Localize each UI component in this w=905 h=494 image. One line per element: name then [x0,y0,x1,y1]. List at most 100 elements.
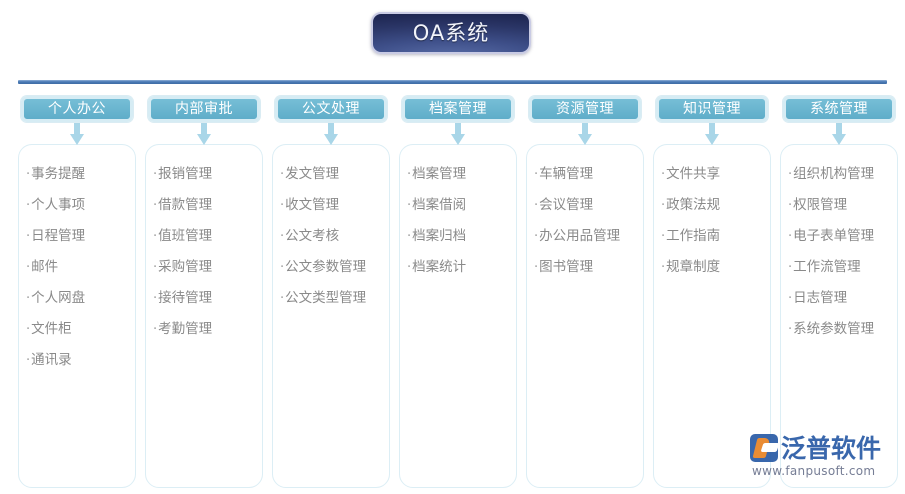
list-item[interactable]: ·会议管理 [534,190,638,221]
list-item[interactable]: ·公文类型管理 [280,283,384,314]
bullet-icon: · [407,198,412,213]
list-item[interactable]: ·权限管理 [788,190,892,221]
bullet-icon: · [153,229,158,244]
arrow-head [70,134,84,145]
list-item-label: 事务提醒 [31,166,86,182]
bullet-icon: · [280,167,285,182]
list-item-label: 个人网盘 [31,290,86,306]
bullet-icon: · [788,198,793,213]
list-item[interactable]: ·电子表单管理 [788,221,892,252]
list-item-label: 文件柜 [31,321,72,337]
list-item-label: 公文类型管理 [285,290,367,306]
bullet-icon: · [534,167,539,182]
arrow-head [705,134,719,145]
list-item[interactable]: ·公文考核 [280,221,384,252]
list-item[interactable]: ·收文管理 [280,190,384,221]
list-item[interactable]: ·档案归档 [407,221,511,252]
list-item[interactable]: ·值班管理 [153,221,257,252]
watermark-url: www.fanpusoft.com [752,464,876,478]
list-item-label: 办公用品管理 [539,228,621,244]
list-item[interactable]: ·车辆管理 [534,159,638,190]
arrow-head [451,134,465,145]
list-item[interactable]: ·日志管理 [788,283,892,314]
list-item[interactable]: ·发文管理 [280,159,384,190]
bullet-icon: · [153,167,158,182]
list-item[interactable]: ·通讯录 [26,345,130,376]
module-column: 内部审批·报销管理·借款管理·值班管理·采购管理·接待管理·考勤管理 [145,96,263,488]
list-item[interactable]: ·公文参数管理 [280,252,384,283]
bullet-icon: · [153,260,158,275]
list-item[interactable]: ·事务提醒 [26,159,130,190]
list-item-label: 系统参数管理 [793,321,875,337]
bullet-icon: · [788,260,793,275]
module-header-4[interactable]: 档案管理 [402,96,514,122]
list-item-label: 车辆管理 [539,166,594,182]
list-item-label: 日志管理 [793,290,848,306]
bullet-icon: · [788,291,793,306]
list-item-label: 组织机构管理 [793,166,875,182]
list-item[interactable]: ·档案借阅 [407,190,511,221]
list-item[interactable]: ·采购管理 [153,252,257,283]
list-item[interactable]: ·文件共享 [661,159,765,190]
list-item[interactable]: ·工作指南 [661,221,765,252]
list-item[interactable]: ·个人事项 [26,190,130,221]
list-item[interactable]: ·考勤管理 [153,314,257,345]
bullet-icon: · [788,167,793,182]
list-item[interactable]: ·邮件 [26,252,130,283]
list-item[interactable]: ·系统参数管理 [788,314,892,345]
module-header-7[interactable]: 系统管理 [783,96,895,122]
arrow-head [197,134,211,145]
module-header-1[interactable]: 个人办公 [21,96,133,122]
list-item[interactable]: ·接待管理 [153,283,257,314]
list-item[interactable]: ·档案统计 [407,252,511,283]
list-item-label: 档案借阅 [412,197,467,213]
list-item-label: 工作流管理 [793,259,861,275]
arrow-head [832,134,846,145]
list-item[interactable]: ·组织机构管理 [788,159,892,190]
list-item[interactable]: ·工作流管理 [788,252,892,283]
module-item-list: ·档案管理·档案借阅·档案归档·档案统计 [399,144,517,488]
list-item[interactable]: ·办公用品管理 [534,221,638,252]
bullet-icon: · [280,291,285,306]
horizontal-connector-line [18,80,887,84]
watermark: 泛普软件 www.fanpusoft.com [750,434,895,486]
module-column: 系统管理·组织机构管理·权限管理·电子表单管理·工作流管理·日志管理·系统参数管… [780,96,898,488]
bullet-icon: · [661,167,666,182]
list-item[interactable]: ·借款管理 [153,190,257,221]
fanpu-logo-icon [750,434,778,462]
module-item-list: ·报销管理·借款管理·值班管理·采购管理·接待管理·考勤管理 [145,144,263,488]
list-item-label: 收文管理 [285,197,340,213]
list-item[interactable]: ·图书管理 [534,252,638,283]
list-item-label: 通讯录 [31,352,72,368]
arrow-head [578,134,592,145]
module-columns: 个人办公·事务提醒·个人事项·日程管理·邮件·个人网盘·文件柜·通讯录内部审批·… [18,96,898,488]
list-item[interactable]: ·文件柜 [26,314,130,345]
arrow-stem [455,123,461,136]
list-item[interactable]: ·报销管理 [153,159,257,190]
list-item[interactable]: ·规章制度 [661,252,765,283]
module-header-3[interactable]: 公文处理 [275,96,387,122]
arrow-down-icon [322,123,340,145]
list-item[interactable]: ·日程管理 [26,221,130,252]
list-item[interactable]: ·档案管理 [407,159,511,190]
arrow-down-icon [195,123,213,145]
list-item-label: 政策法规 [666,197,721,213]
list-item[interactable]: ·政策法规 [661,190,765,221]
list-item-label: 邮件 [31,259,59,275]
module-header-2[interactable]: 内部审批 [148,96,260,122]
bullet-icon: · [153,322,158,337]
diagram-title-box: OA系统 [371,12,531,54]
bullet-icon: · [26,229,31,244]
bullet-icon: · [407,260,412,275]
list-item[interactable]: ·个人网盘 [26,283,130,314]
module-header-5[interactable]: 资源管理 [529,96,641,122]
module-header-6[interactable]: 知识管理 [656,96,768,122]
module-column: 公文处理·发文管理·收文管理·公文考核·公文参数管理·公文类型管理 [272,96,390,488]
list-item-label: 档案归档 [412,228,467,244]
list-item-label: 档案统计 [412,259,467,275]
arrow-head [324,134,338,145]
arrow-stem [74,123,80,136]
list-item-label: 接待管理 [158,290,213,306]
arrow-down-icon [449,123,467,145]
bullet-icon: · [26,353,31,368]
